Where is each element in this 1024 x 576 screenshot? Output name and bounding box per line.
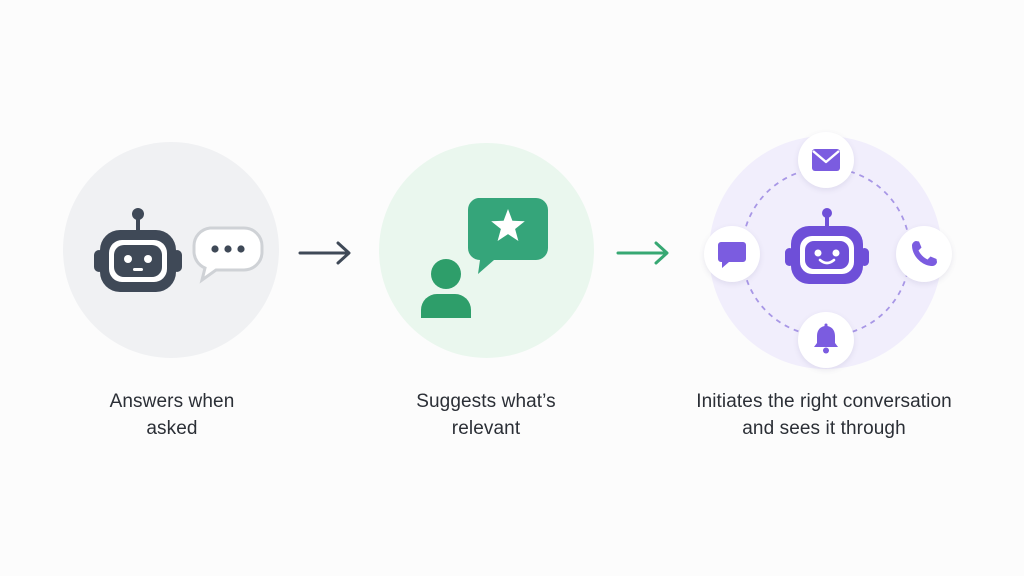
bell-satellite	[798, 312, 854, 368]
step-answers-caption: Answers when asked	[12, 388, 332, 442]
arrow-right-icon	[616, 241, 669, 265]
caption-line: relevant	[451, 418, 521, 439]
robot-icon	[94, 208, 182, 292]
phone-satellite	[896, 226, 952, 282]
mail-satellite	[798, 132, 854, 188]
caption-line: Initiates the right conversation	[696, 391, 952, 412]
caption-line: and sees it through	[742, 418, 906, 439]
person-icon	[421, 259, 471, 318]
arrow-right-icon	[298, 241, 351, 265]
caption-line: Suggests what’s	[416, 391, 556, 412]
step-suggests-caption: Suggests what’s relevant	[326, 388, 646, 442]
caption-line: asked	[146, 418, 198, 439]
caption-line: Answers when	[109, 391, 235, 412]
bell-icon	[814, 323, 838, 354]
star-chat-icon	[467, 198, 548, 274]
speech-bubble-icon	[192, 226, 264, 284]
chat-satellite	[704, 226, 760, 282]
step-initiates-caption: Initiates the right conversation and see…	[664, 388, 984, 442]
phone-icon	[912, 241, 937, 266]
mail-icon	[812, 149, 840, 171]
chat-icon	[718, 242, 746, 268]
robot-icon	[785, 208, 869, 284]
